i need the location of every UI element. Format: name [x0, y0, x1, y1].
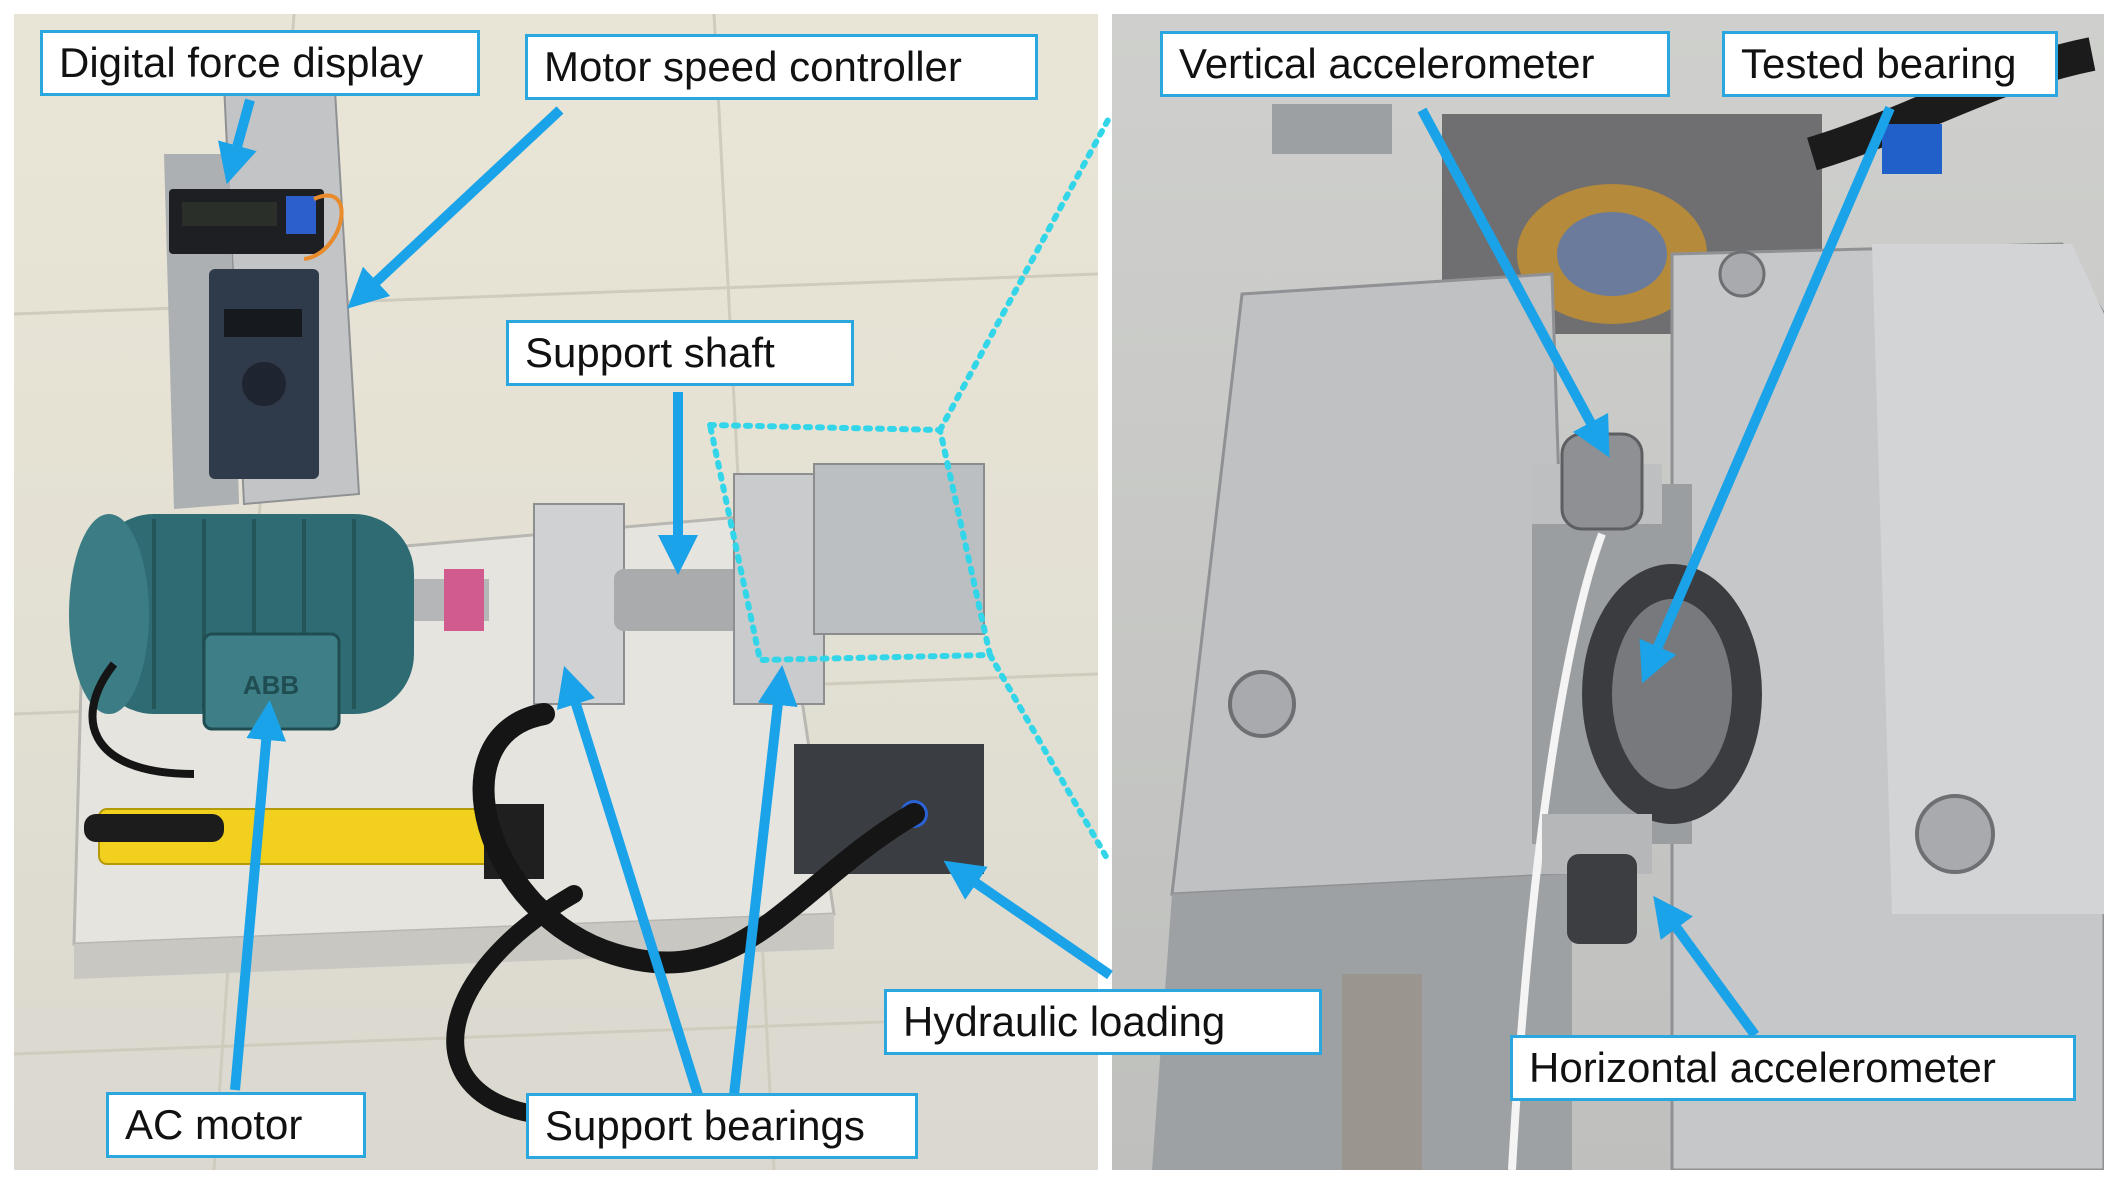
label-text: Support shaft	[525, 329, 775, 376]
hex-bolt-2	[1915, 794, 1995, 874]
left-aluminum-block	[1170, 272, 1574, 896]
label-digital-force-display: Digital force display	[40, 30, 480, 96]
loading-frame	[813, 463, 985, 635]
label-horizontal-accelerometer: Horizontal accelerometer	[1510, 1035, 2076, 1101]
force-display-screen	[182, 202, 277, 226]
hand-pump-handle	[84, 814, 224, 842]
foreground-bar	[1342, 974, 1422, 1170]
right-block-top	[1872, 244, 2104, 914]
force-display-label	[286, 196, 316, 234]
label-text: Horizontal accelerometer	[1529, 1044, 1996, 1091]
bearing-closeup-photo	[1112, 14, 2104, 1170]
hex-bolt-3	[1718, 250, 1766, 298]
vertical-accelerometer-device	[1560, 432, 1644, 531]
speed-controller-screen	[224, 309, 302, 337]
power-cable	[88, 661, 195, 778]
label-tested-bearing: Tested bearing	[1722, 31, 2058, 97]
label-text: Vertical accelerometer	[1179, 40, 1595, 87]
label-vertical-accelerometer: Vertical accelerometer	[1160, 31, 1670, 97]
sensor-wire	[303, 193, 344, 261]
speed-controller-keypad	[242, 362, 286, 406]
accelerometer-cable	[1508, 532, 1606, 1170]
shaft-coupling	[444, 569, 484, 631]
hex-bolt-1	[1228, 670, 1296, 738]
label-text: Motor speed controller	[544, 43, 962, 90]
label-ac-motor: AC motor	[106, 1092, 366, 1158]
ac-motor-fan-cover	[69, 514, 149, 714]
label-support-shaft: Support shaft	[506, 320, 854, 386]
label-text: Digital force display	[59, 39, 424, 86]
horizontal-accelerometer-device	[1567, 854, 1637, 944]
label-text: Tested bearing	[1741, 40, 2017, 87]
bearing-closeup-scene	[1152, 37, 2104, 1170]
tested-bearing-inner	[1612, 599, 1732, 789]
support-bearing-block-1	[533, 503, 625, 705]
motor-brand-mark: ABB	[243, 670, 299, 700]
label-text: Support bearings	[545, 1102, 865, 1149]
support-bearing-block-2	[733, 473, 825, 705]
label-text: AC motor	[125, 1101, 303, 1148]
label-motor-speed-controller: Motor speed controller	[525, 34, 1038, 100]
bg-blue-fitting	[1882, 124, 1942, 174]
label-support-bearings: Support bearings	[526, 1093, 918, 1159]
bg-sensor-box	[1272, 104, 1392, 154]
label-text: Hydraulic loading	[903, 998, 1226, 1045]
return-hose	[446, 885, 583, 1123]
hydraulic-cylinder	[794, 744, 984, 874]
bg-shaft-end	[1557, 212, 1667, 296]
label-hydraulic-loading: Hydraulic loading	[884, 989, 1322, 1055]
